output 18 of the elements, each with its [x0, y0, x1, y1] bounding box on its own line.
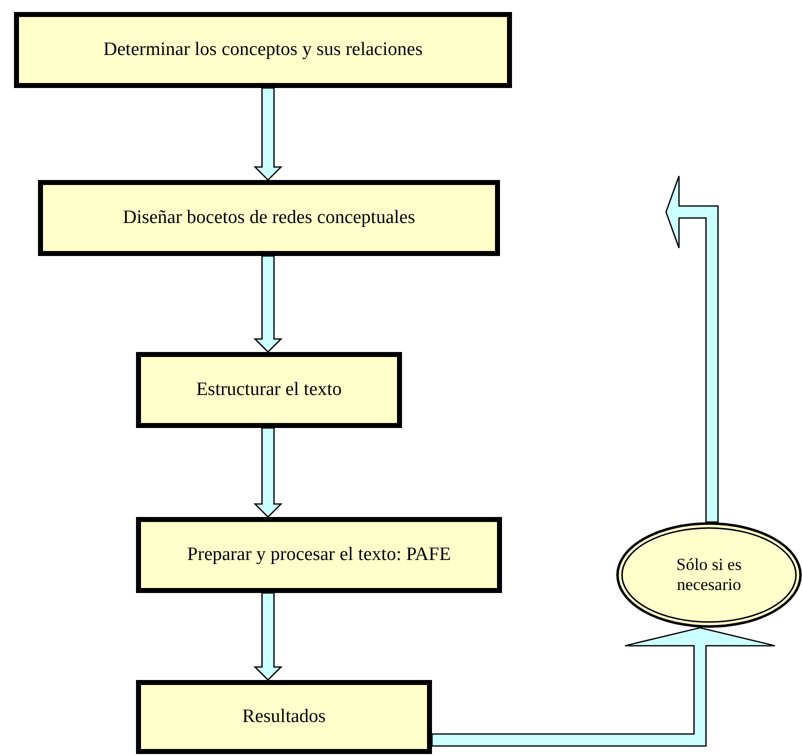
- process-box: [14, 12, 512, 88]
- box-text: Resultados: [242, 706, 326, 728]
- block-arrow: [253, 592, 283, 681]
- process-box: [38, 180, 500, 256]
- box-text: Estructurar el texto: [196, 378, 342, 402]
- box-text: Determinar los conceptos y sus relaciones: [103, 38, 423, 62]
- box-text: Sólo si es necesario: [675, 554, 743, 596]
- block-arrow: [665, 175, 719, 523]
- block-arrow: [253, 427, 283, 518]
- process-box: [136, 352, 402, 428]
- decision-ellipse: [616, 522, 802, 628]
- block-arrow: [253, 255, 283, 353]
- box-text: Preparar y procesar el texto: PAFE: [187, 544, 451, 566]
- block-arrow: [253, 87, 283, 181]
- box-text: Diseñar bocetos de redes conceptuales: [122, 206, 416, 230]
- block-arrow: [431, 627, 776, 747]
- process-box: [136, 517, 502, 593]
- process-box: [136, 680, 432, 754]
